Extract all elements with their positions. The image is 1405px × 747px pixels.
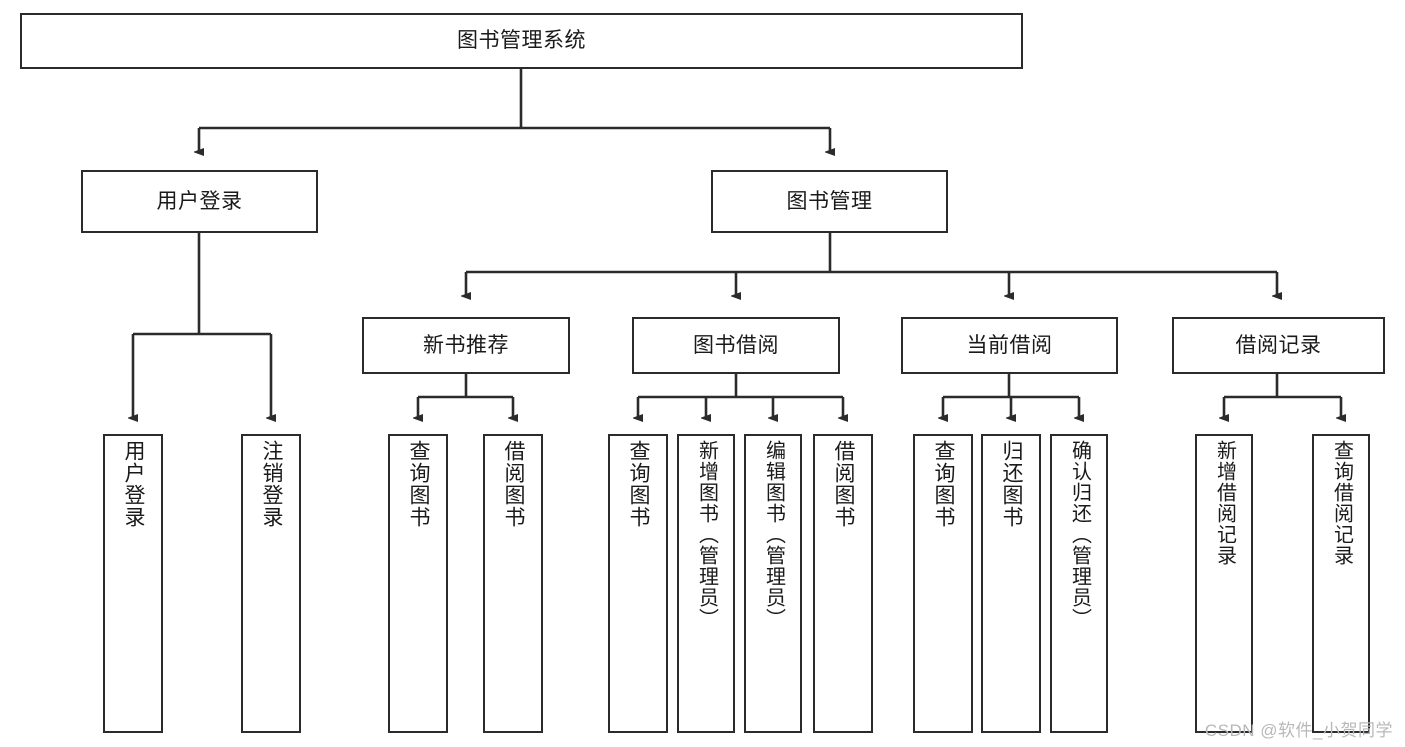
node-book-manage-label: 图书管理 [786, 189, 873, 213]
node-user-login-label: 用户登录 [156, 189, 243, 213]
node-new-book-recommend-label: 新书推荐 [423, 333, 509, 357]
node-user-login[interactable]: 用户登录 [81, 170, 318, 233]
node-current-borrow-label: 当前借阅 [966, 333, 1053, 357]
leaf-query-book-3[interactable]: 查询图书 [913, 434, 973, 733]
leaf-logout-login[interactable]: 注销登录 [241, 434, 301, 733]
leaf-query-book-1-label: 查询图书 [407, 440, 431, 528]
leaf-edit-book-label: 编辑图书（管理员） [762, 440, 785, 629]
node-book-manage[interactable]: 图书管理 [711, 170, 948, 233]
leaf-query-book-2[interactable]: 查询图书 [608, 434, 668, 733]
node-new-book-recommend[interactable]: 新书推荐 [362, 317, 570, 374]
leaf-query-book-1[interactable]: 查询图书 [388, 434, 448, 733]
node-borrow-record[interactable]: 借阅记录 [1172, 317, 1385, 374]
leaf-confirm-return-label: 确认归还（管理员） [1068, 440, 1091, 629]
leaf-return-book[interactable]: 归还图书 [981, 434, 1041, 733]
node-book-borrow[interactable]: 图书借阅 [632, 317, 840, 374]
leaf-add-book-label: 新增图书（管理员） [695, 440, 718, 629]
leaf-confirm-return[interactable]: 确认归还（管理员） [1050, 434, 1108, 733]
node-root[interactable]: 图书管理系统 [20, 13, 1023, 69]
leaf-user-login-label: 用户登录 [122, 440, 146, 528]
node-root-label: 图书管理系统 [457, 29, 586, 53]
node-book-borrow-label: 图书借阅 [693, 333, 779, 357]
leaf-add-record[interactable]: 新增借阅记录 [1195, 434, 1253, 733]
node-current-borrow[interactable]: 当前借阅 [901, 317, 1118, 374]
csdn-watermark: CSDN @软件_小贺同学 [1204, 721, 1393, 740]
leaf-edit-book[interactable]: 编辑图书（管理员） [744, 434, 802, 733]
leaf-borrow-book-1[interactable]: 借阅图书 [483, 434, 543, 733]
leaf-add-book[interactable]: 新增图书（管理员） [677, 434, 735, 733]
leaf-query-book-3-label: 查询图书 [932, 440, 956, 528]
leaf-query-record[interactable]: 查询借阅记录 [1312, 434, 1370, 733]
leaf-query-book-2-label: 查询图书 [627, 440, 651, 528]
leaf-user-login[interactable]: 用户登录 [103, 434, 163, 733]
leaf-borrow-book-1-label: 借阅图书 [502, 440, 526, 528]
leaf-borrow-book-2-label: 借阅图书 [832, 440, 856, 528]
leaf-query-record-label: 查询借阅记录 [1330, 440, 1353, 566]
node-borrow-record-label: 借阅记录 [1235, 333, 1322, 357]
leaf-add-record-label: 新增借阅记录 [1213, 440, 1236, 566]
leaf-return-book-label: 归还图书 [1000, 440, 1024, 528]
leaf-borrow-book-2[interactable]: 借阅图书 [813, 434, 873, 733]
leaf-logout-login-label: 注销登录 [260, 440, 284, 528]
